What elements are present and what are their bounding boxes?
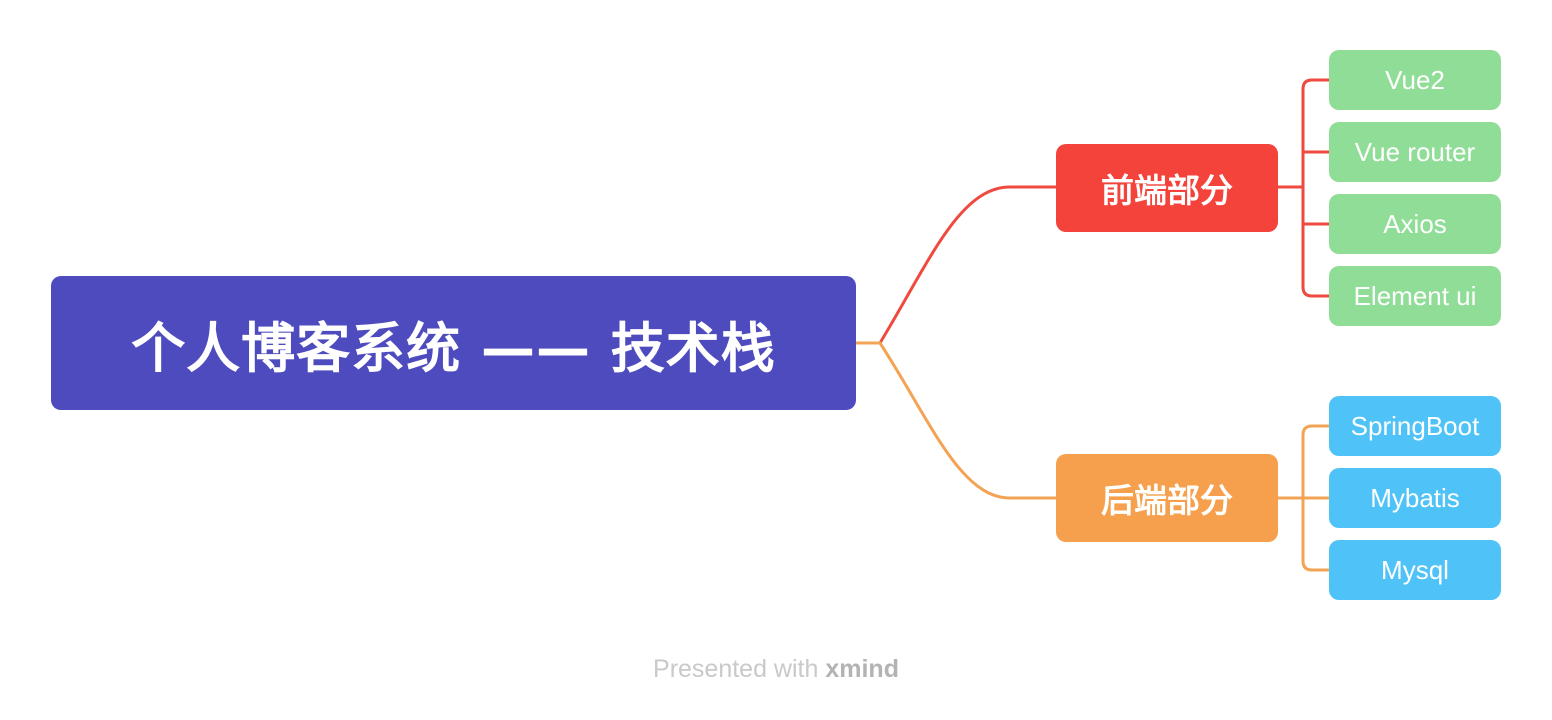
xmind-brand: xmind [825,655,899,683]
leaf-topic-axios[interactable]: Axios [1329,194,1501,254]
frontend-branch-topic[interactable]: 前端部分 [1056,144,1278,232]
leaf-label: Axios [1383,208,1447,239]
root-to-backend-connector [856,341,1056,500]
leaf-label: Mybatis [1370,482,1460,513]
leaf-topic-vue2[interactable]: Vue2 [1329,50,1501,110]
root-topic[interactable]: 个人博客系统 —— 技术栈 [51,276,856,410]
leaf-topic-element-ui[interactable]: Element ui [1329,266,1501,326]
leaf-label: Vue2 [1385,64,1445,95]
leaf-topic-mysql[interactable]: Mysql [1329,540,1501,600]
footer-prefix: Presented with [653,655,826,683]
leaf-topic-vue-router[interactable]: Vue router [1329,122,1501,182]
leaf-label: SpringBoot [1350,410,1480,441]
leaf-topic-mybatis[interactable]: Mybatis [1329,468,1501,528]
root-topic-label: 个人博客系统 —— 技术栈 [131,316,776,380]
leaf-topic-springboot[interactable]: SpringBoot [1329,396,1501,456]
leaf-label: Vue router [1354,136,1476,167]
frontend-branch-label: 前端部分 [1101,171,1233,210]
backend-branch-label: 后端部分 [1101,481,1233,520]
leaf-label: Element ui [1353,280,1477,311]
backend-leaf-bracket [1277,424,1329,572]
presented-with-footer: Presented with xmind [0,655,1552,684]
root-to-frontend-connector [856,185,1056,345]
backend-branch-topic[interactable]: 后端部分 [1056,454,1278,542]
leaf-label: Mysql [1381,554,1449,585]
frontend-leaf-bracket [1277,78,1329,298]
